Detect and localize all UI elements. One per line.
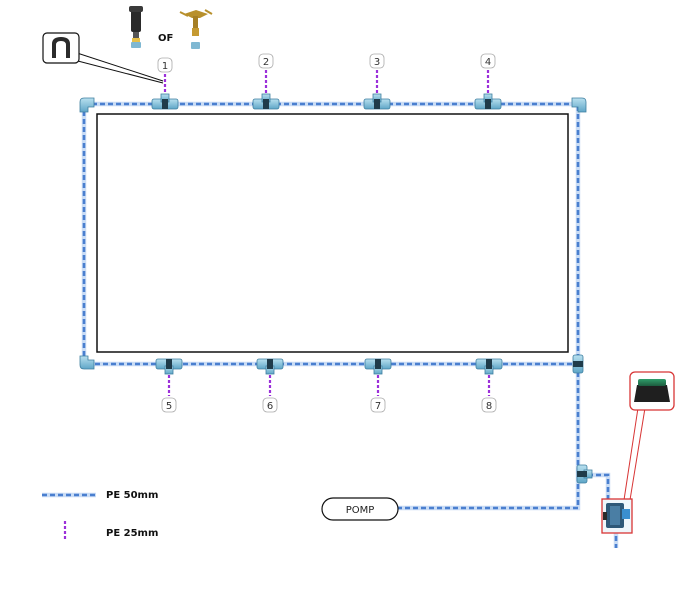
legend-pe50-label: PE 50mm	[106, 490, 158, 501]
tee-fitting-6	[256, 358, 284, 375]
diagram-text: 5	[166, 401, 172, 412]
tee-fitting-3	[363, 93, 391, 110]
valve-box-icon	[634, 379, 670, 402]
diagram-text: 2	[263, 57, 269, 68]
pipe-clamp-icon	[52, 37, 70, 58]
sprinkler-badge-5: 5	[161, 397, 177, 413]
elbow-bottom-left	[79, 355, 95, 370]
diagram-text: 7	[375, 401, 381, 412]
diagram-text: 8	[486, 401, 492, 412]
sprinkler-badge-2: 2	[258, 53, 274, 69]
tee-fitting-right	[572, 354, 584, 374]
sprinkler-badge-3: 3	[369, 53, 385, 69]
legend: PE 50mm PE 25mm	[42, 490, 158, 540]
tee-fitting-4	[474, 93, 502, 110]
legend-pe25-label: PE 25mm	[106, 528, 158, 539]
tee-fittings	[151, 93, 593, 484]
popup-sprinkler-icon	[129, 6, 143, 48]
tee-fitting-7	[364, 358, 392, 375]
tee-fitting-5	[155, 358, 183, 375]
sprinkler-badge-4: 4	[480, 53, 496, 69]
tee-fitting-8	[475, 358, 503, 375]
elbow-top-right	[571, 97, 587, 113]
valve-box-callout	[623, 371, 675, 501]
diagram-text: 1	[162, 61, 168, 72]
legend-pe50: PE 50mm	[42, 490, 158, 501]
diagram-text: 3	[374, 57, 380, 68]
field-rectangle	[96, 113, 569, 353]
sprinkler-badge-7: 7	[370, 397, 386, 413]
sprinkler-badge-8: 8	[481, 397, 497, 413]
pump-feed-pipe	[398, 364, 619, 548]
diagram-text: 6	[267, 401, 273, 412]
elbow-fittings	[79, 97, 587, 370]
pump-label: POMP	[346, 505, 375, 516]
tee-fitting-2	[252, 93, 280, 110]
sprinkler-badges: 1 2 3 4 5 6 7 8	[157, 53, 497, 413]
valve-assembly	[601, 498, 633, 534]
or-label: OF	[158, 33, 173, 44]
pump: POMP	[321, 497, 399, 521]
pipe-clamp-callout	[42, 32, 164, 84]
elbow-top-left	[79, 97, 95, 113]
legend-pe25: PE 25mm	[63, 521, 158, 540]
impact-sprinkler-icon	[179, 9, 213, 49]
sprinkler-badge-6: 6	[262, 397, 278, 413]
tee-fitting-1	[151, 93, 179, 110]
tee-fitting-pump-branch	[576, 464, 593, 484]
sprinkler-badge-1: 1	[157, 57, 173, 73]
diagram-text: 4	[485, 57, 491, 68]
